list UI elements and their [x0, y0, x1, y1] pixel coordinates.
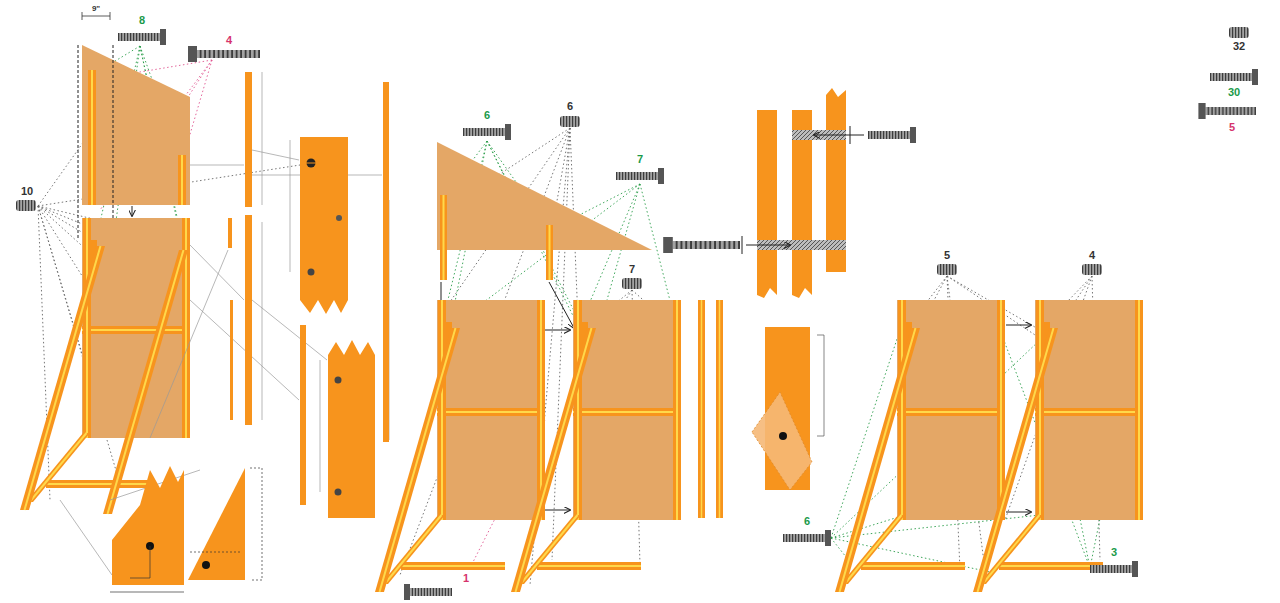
callout-number: 6 [483, 110, 491, 121]
callout-number: 7 [636, 154, 644, 165]
callout-number: 4 [225, 35, 233, 46]
callout-number: 6 [803, 516, 811, 527]
callout-number: 4 [1088, 250, 1096, 261]
side-panel-exploded [20, 12, 190, 514]
detail-parts [60, 72, 389, 592]
joint-detail [742, 88, 864, 490]
frame-assembly-step [375, 142, 723, 592]
screw-icons [16, 27, 1258, 600]
frame-assembly-final [835, 300, 1143, 592]
dimension-label: 9" [91, 5, 101, 13]
callout-number: 3 [1110, 547, 1118, 558]
callout-number: 8 [138, 15, 146, 26]
callout-number: 7 [628, 264, 636, 275]
legend-count: 5 [1228, 122, 1236, 133]
legend-count: 30 [1227, 87, 1241, 98]
callout-number: 1 [462, 573, 470, 584]
callout-number: 10 [20, 186, 34, 197]
callout-number: 5 [943, 250, 951, 261]
callout-number: 6 [566, 101, 574, 112]
legend-count: 32 [1232, 41, 1246, 52]
